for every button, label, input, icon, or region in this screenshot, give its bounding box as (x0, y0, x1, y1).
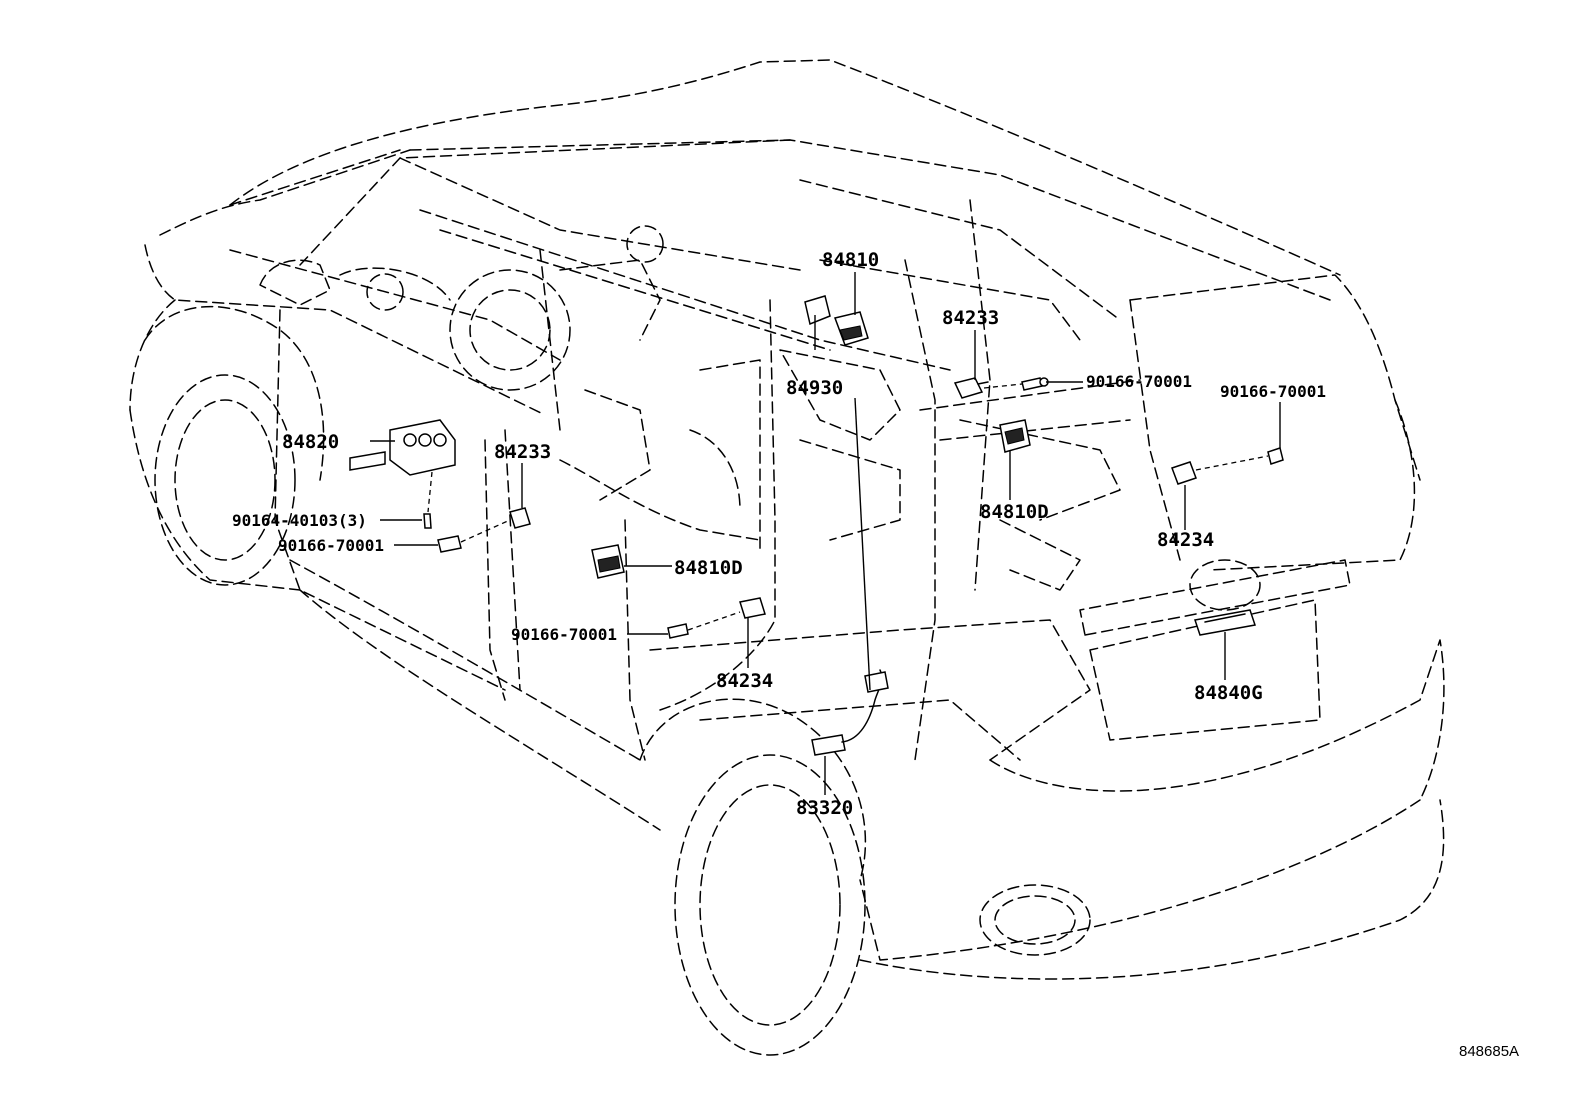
callout-84930: 84930 (786, 377, 843, 399)
diagram-reference-number: 848685A (1459, 1043, 1519, 1060)
overhead-switch-part (804, 295, 869, 346)
callout-90166-70001-a: 90166-70001 (1086, 372, 1192, 391)
back-door-switch-part (1194, 609, 1256, 636)
callout-84810d-front: 84810D (674, 557, 743, 579)
parts (349, 295, 1284, 756)
door-courtesy-switch-right-part (953, 377, 989, 399)
door-courtesy-switch-rear-left-part (667, 597, 766, 639)
callout-84233-right: 84233 (942, 307, 999, 329)
door-courtesy-switch-rear-part (1171, 447, 1284, 485)
callout-84233-left: 84233 (494, 441, 551, 463)
callout-90164-40103: 90164-40103(3) (232, 511, 367, 530)
door-courtesy-switch-front-part (509, 507, 531, 529)
fuel-sender-part (811, 669, 889, 756)
window-switch-rear-right-part (999, 419, 1031, 453)
callout-84810d-right: 84810D (980, 501, 1049, 523)
callout-84234-front: 84234 (716, 670, 773, 692)
callout-83320: 83320 (796, 797, 853, 819)
screw-part (423, 513, 432, 529)
vehicle-body-outline (129, 59, 1445, 1056)
leader-lines (370, 272, 1281, 795)
callout-84234-right: 84234 (1157, 529, 1214, 551)
callout-90166-70001-d: 90166-70001 (511, 625, 617, 644)
master-switch-part (349, 419, 456, 476)
bolt-right-a (1021, 377, 1049, 391)
bolt-left (437, 535, 462, 553)
window-switch-front-part (591, 544, 625, 579)
callout-90166-70001-b: 90166-70001 (1220, 382, 1326, 401)
callout-84820: 84820 (282, 431, 339, 453)
callout-84840g: 84840G (1194, 682, 1263, 704)
callout-labels: 84810 84233 90166-70001 90166-70001 8493… (232, 249, 1519, 1060)
callout-84810: 84810 (822, 249, 879, 271)
callout-90166-70001-c: 90166-70001 (278, 536, 384, 555)
